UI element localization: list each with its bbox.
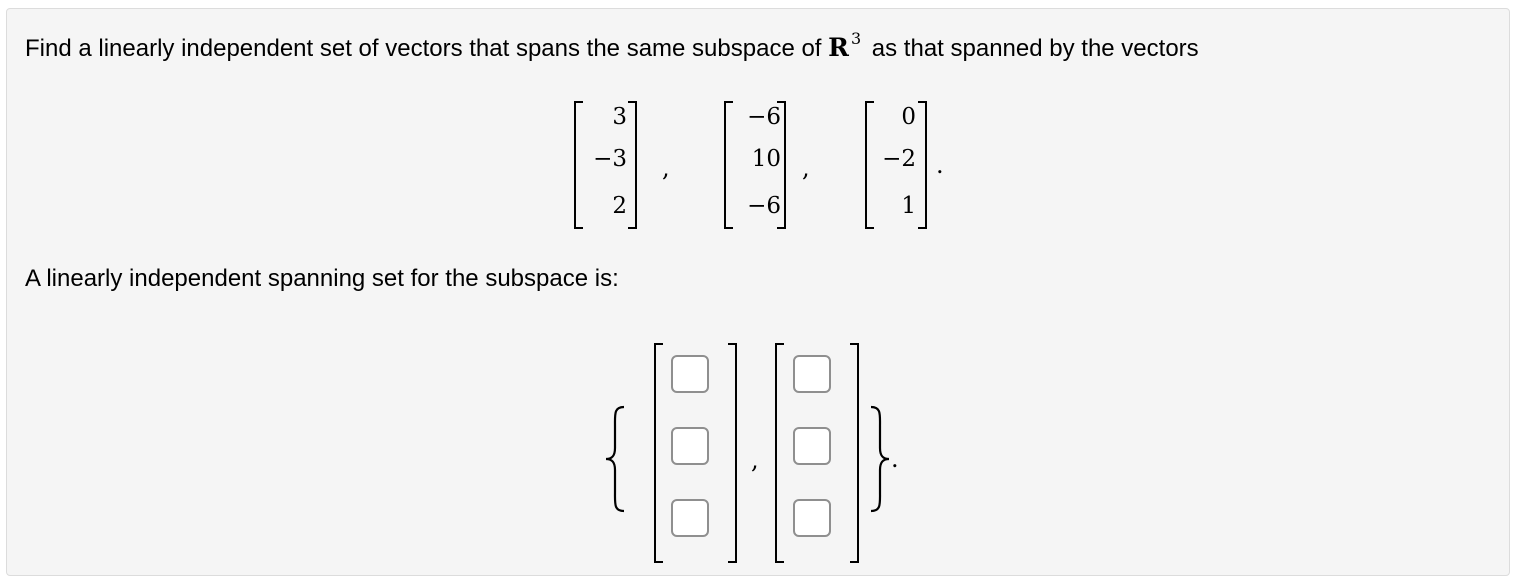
vector-entry: 10 xyxy=(751,146,781,172)
question-prompt: Find a linearly independent set of vecto… xyxy=(25,29,1199,63)
comma: , xyxy=(751,446,759,474)
left-bracket xyxy=(775,343,784,563)
period: . xyxy=(936,151,944,179)
vector-entry: 0 xyxy=(901,104,916,130)
right-bracket xyxy=(728,343,737,563)
answer-1-entry-1-input[interactable] xyxy=(671,355,709,393)
answer-1-entry-3-input[interactable] xyxy=(671,499,709,537)
comma: , xyxy=(802,154,810,182)
prompt-text-before: Find a linearly independent set of vecto… xyxy=(25,35,829,62)
period: . xyxy=(891,445,899,473)
vector-entry: −3 xyxy=(593,146,627,172)
answer-2-entry-3-input[interactable] xyxy=(793,499,831,537)
answer-2-entry-1-input[interactable] xyxy=(793,355,831,393)
answer-2-entry-2-input[interactable] xyxy=(793,427,831,465)
real-space-exponent: 3 xyxy=(850,29,862,48)
vector-entry: −2 xyxy=(882,146,916,172)
answer-label: A linearly independent spanning set for … xyxy=(25,265,619,292)
vector-entry: 1 xyxy=(901,193,916,219)
comma: , xyxy=(662,154,670,182)
right-bracket xyxy=(850,343,859,563)
right-brace-icon xyxy=(870,405,890,513)
right-bracket xyxy=(918,101,927,229)
real-space-symbol: R xyxy=(828,33,849,62)
vector-entry: 2 xyxy=(612,193,627,219)
question-panel: Find a linearly independent set of vecto… xyxy=(6,8,1510,576)
right-bracket xyxy=(628,101,637,229)
left-brace-icon xyxy=(605,405,625,513)
vector-entry: 3 xyxy=(612,104,627,130)
right-bracket xyxy=(777,101,786,229)
left-bracket xyxy=(724,101,733,229)
left-bracket xyxy=(865,101,874,229)
vector-entry: −6 xyxy=(747,104,781,130)
vector-entry: −6 xyxy=(747,193,781,219)
left-bracket xyxy=(574,101,583,229)
answer-1-entry-2-input[interactable] xyxy=(671,427,709,465)
left-bracket xyxy=(654,343,663,563)
prompt-text-after: as that spanned by the vectors xyxy=(865,35,1199,62)
